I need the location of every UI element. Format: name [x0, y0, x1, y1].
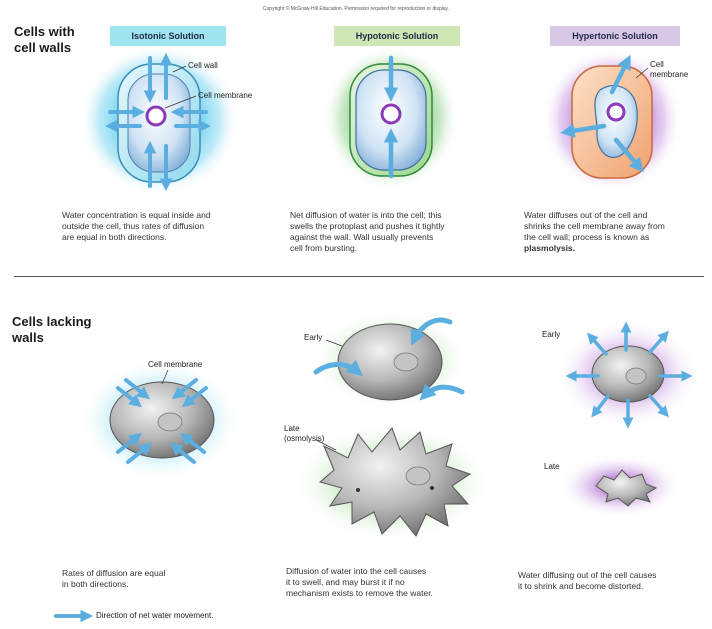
callout-line: (osmolysis): [284, 434, 324, 444]
caption-line: Rates of diffusion are equal: [62, 568, 262, 579]
callout-early-hypertonic: Early: [542, 330, 560, 339]
nucleus: [147, 107, 165, 125]
legend-label: Direction of net water movement.: [96, 611, 213, 620]
hypotonic-early-cell: [312, 310, 468, 410]
callout-line: membrane: [650, 70, 688, 80]
section-divider: [14, 276, 704, 277]
caption-line: it to shrink and become distorted.: [518, 581, 708, 592]
hypotonic-cell-with-wall: [323, 46, 459, 190]
callout-early-hypotonic: Early: [304, 333, 322, 342]
callout-line: Cell: [650, 60, 688, 70]
caption-line: swells the protoplast and pushes it tigh…: [290, 221, 510, 232]
caption-line: Net diffusion of water is into the cell;…: [290, 210, 510, 221]
caption-line: it to swell, and may burst it if no: [286, 577, 506, 588]
nucleus: [608, 104, 624, 120]
nucleus: [406, 467, 430, 485]
callout-cell-membrane-lacking: Cell membrane: [148, 360, 202, 369]
caption-line: plasmolysis.: [524, 243, 710, 254]
callout-late-osmolysis: Late (osmolysis): [284, 424, 324, 444]
nucleus: [382, 105, 400, 123]
caption-hypertonic-walls: Water diffuses out of the cell and shrin…: [524, 210, 710, 254]
caption-line: shrinks the cell membrane away from: [524, 221, 710, 232]
callout-cell-membrane: Cell membrane: [198, 91, 252, 100]
caption-line: cell from bursting.: [290, 243, 510, 254]
hypertonic-early-cell: [556, 320, 700, 428]
nucleus: [158, 413, 182, 431]
caption-line: in both directions.: [62, 579, 262, 590]
callout-cell-membrane-hypertonic: Cell membrane: [650, 60, 688, 80]
cell-membrane: [338, 324, 442, 400]
caption-hypotonic-lacking: Diffusion of water into the cell causes …: [286, 566, 506, 599]
caption-line: the cell wall; process is known as: [524, 232, 710, 243]
isotonic-cell-without-wall: [78, 358, 242, 482]
caption-line: mechanism exists to remove the water.: [286, 588, 506, 599]
callout-cell-wall: Cell wall: [188, 61, 218, 70]
caption-line: Water concentration is equal inside and: [62, 210, 282, 221]
caption-line: Diffusion of water into the cell causes: [286, 566, 506, 577]
nucleus: [394, 353, 418, 371]
caption-line: outside the cell, thus rates of diffusio…: [62, 221, 282, 232]
caption-line: Water diffuses out of the cell and: [524, 210, 710, 221]
caption-hypertonic-lacking: Water diffusing out of the cell causes i…: [518, 570, 708, 592]
caption-line: are equal in both directions.: [62, 232, 282, 243]
callout-late-hypertonic: Late: [544, 462, 560, 471]
caption-isotonic-walls: Water concentration is equal inside and …: [62, 210, 282, 243]
caption-line: Water diffusing out of the cell causes: [518, 570, 708, 581]
plasmolysis-term: plasmolysis.: [524, 243, 575, 253]
caption-isotonic-lacking: Rates of diffusion are equal in both dir…: [62, 568, 262, 590]
callout-line: Late: [284, 424, 324, 434]
hypertonic-late-cell: [558, 454, 682, 518]
caption-hypotonic-walls: Net diffusion of water is into the cell;…: [290, 210, 510, 254]
nucleus: [626, 368, 646, 384]
caption-line: against the wall. Wall usually prevents: [290, 232, 510, 243]
